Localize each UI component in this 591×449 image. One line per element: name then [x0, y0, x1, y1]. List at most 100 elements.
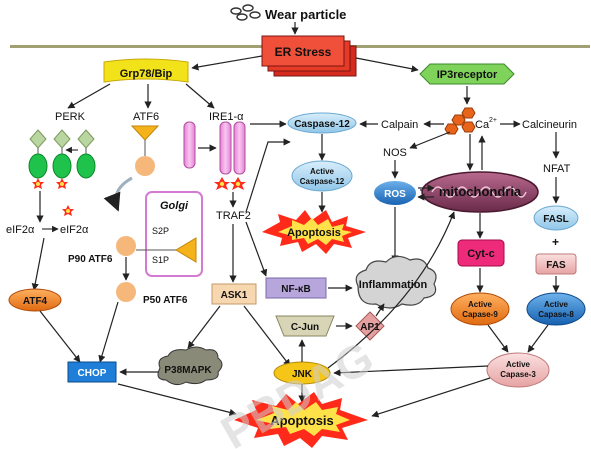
- mitochondria-label: mitochondria: [439, 184, 522, 199]
- ca2-sup-label: 2+: [489, 117, 497, 124]
- active-caspase12-node: [291, 160, 353, 192]
- arrow-jnk-to-mito: [327, 211, 456, 369]
- perk-receptor-icon: [28, 129, 96, 179]
- mitochondria-icon: [421, 171, 539, 213]
- casp3-line1: Active: [506, 360, 531, 369]
- ap1-node: [355, 311, 385, 341]
- golgi-atf6-triangle: [175, 237, 197, 263]
- calcium-ions-icon: [444, 107, 476, 135]
- arrow-er-to-ip3: [355, 57, 419, 73]
- eif2a-label-2: eIF2α: [60, 224, 89, 236]
- er-stress-label: ER Stress: [275, 45, 332, 59]
- ros-label: ROS: [384, 189, 406, 200]
- ap1-label: AP1: [360, 322, 380, 333]
- arrow-grp78-to-ire1: [185, 83, 215, 109]
- s1p-label: S1P: [152, 255, 169, 265]
- apoptosis-mid-label: Apoptosis: [287, 227, 341, 239]
- casp9-node: [450, 292, 510, 326]
- inflammation-label: Inflammation: [359, 279, 428, 291]
- arrow-grp78-to-perk: [67, 83, 111, 109]
- calcineurin-label: Calcineurin: [522, 119, 577, 131]
- ire1-label: IRE1-α: [209, 111, 244, 123]
- cjun-label: C-Jun: [291, 322, 319, 333]
- casp9-line2: Capase-9: [462, 310, 498, 319]
- ca2-label: Ca: [475, 119, 490, 131]
- arrow-ca-to-nos: [409, 131, 451, 149]
- nfkb-label: NF-κB: [281, 284, 310, 295]
- s2p-label: S2P: [152, 226, 169, 236]
- apoptosis-mid-core: [278, 218, 352, 245]
- fas-node: [535, 253, 577, 275]
- er-stress-box: [261, 35, 357, 77]
- cytc-node: [457, 239, 505, 267]
- cjun-node: [275, 315, 335, 337]
- apoptosis-bottom-core: [256, 402, 350, 436]
- ip3receptor-box: [419, 63, 515, 85]
- arrow-er-to-grp78: [191, 55, 263, 71]
- p50-atf6-circle: [116, 282, 136, 302]
- casp8-line1: Active: [544, 300, 569, 309]
- arrow-traf2-to-nfkb: [245, 221, 268, 277]
- atf4-node: [8, 288, 62, 312]
- atf6-circle: [135, 156, 155, 176]
- ip3receptor-label: IP3receptor: [437, 69, 498, 81]
- apoptosis-bottom-label: Apoptosis: [270, 413, 334, 428]
- caspase12-label: Caspase-12: [294, 119, 350, 130]
- arrow-ask1-to-p38: [187, 305, 221, 349]
- ros-node: [372, 179, 418, 207]
- atf6-triangle: [130, 125, 160, 141]
- arrow-casp3-to-apoptosis: [371, 377, 491, 418]
- wear-particle-label: Wear particle: [265, 7, 346, 22]
- wear-particle-icon: [230, 4, 261, 21]
- atf4-label: ATF4: [23, 296, 48, 307]
- phospho-star-eif2a-center: [66, 209, 70, 213]
- ask1-node: [211, 283, 257, 305]
- active-caspase12-line1: Active: [310, 167, 335, 176]
- p50atf6-label: P50 ATF6: [143, 295, 188, 306]
- phospho-stars-ire1: [214, 177, 246, 190]
- grp78-banner: [103, 58, 189, 83]
- caspase12-node: [287, 112, 357, 134]
- p90atf6-label: P90 ATF6: [68, 254, 113, 265]
- arrow-atf6-to-golgi: [103, 176, 133, 212]
- casp3-line2: Capase-3: [500, 370, 536, 379]
- arrow-eif2a-to-atf4: [31, 237, 45, 291]
- arrow-casp3-to-jnk: [333, 365, 489, 377]
- fas-label: FAS: [546, 260, 566, 271]
- fasl-node: [533, 205, 579, 231]
- chop-label: CHOP: [78, 368, 107, 379]
- eif2a-label-1: eIF2α: [6, 224, 35, 236]
- calpain-label: Calpain: [381, 119, 418, 131]
- chop-node: [67, 361, 117, 383]
- casp9-line1: Active: [468, 300, 493, 309]
- p38-label: P38MAPK: [164, 365, 212, 376]
- nfkb-node: [265, 277, 327, 299]
- ire1-receptor-icon: [183, 121, 246, 175]
- casp8-node: [526, 292, 586, 326]
- arrow-atf4-to-chop: [39, 310, 81, 363]
- arrow-ap1-to-inflammation: [375, 303, 385, 317]
- traf2-label: TRAF2: [216, 210, 251, 222]
- casp3-node: [486, 352, 550, 388]
- p38-cloud: [157, 346, 223, 386]
- fasl-label: FASL: [543, 214, 569, 225]
- arrow-casp9-to-casp3: [487, 324, 509, 353]
- nfat-label: NFAT: [543, 163, 571, 175]
- jnk-label: JNK: [292, 369, 313, 380]
- perk-label: PERK: [55, 111, 86, 123]
- arrow-p50-to-chop: [98, 301, 119, 363]
- ask1-label: ASK1: [221, 290, 248, 301]
- nos-label: NOS: [383, 147, 407, 159]
- inflammation-cloud: [355, 255, 437, 309]
- arrow-traf2-to-casp12: [245, 138, 291, 213]
- arrow-ask1-to-jnk: [243, 305, 291, 367]
- atf6-label: ATF6: [133, 111, 159, 123]
- golgi-label: Golgi: [160, 200, 189, 212]
- grp78-label: Grp78/Bip: [120, 68, 173, 80]
- plus-label: +: [552, 235, 559, 249]
- cytc-label: Cyt-c: [467, 248, 495, 260]
- phospho-stars-perk: [32, 178, 68, 189]
- arrow-casp8-to-casp3: [527, 324, 549, 353]
